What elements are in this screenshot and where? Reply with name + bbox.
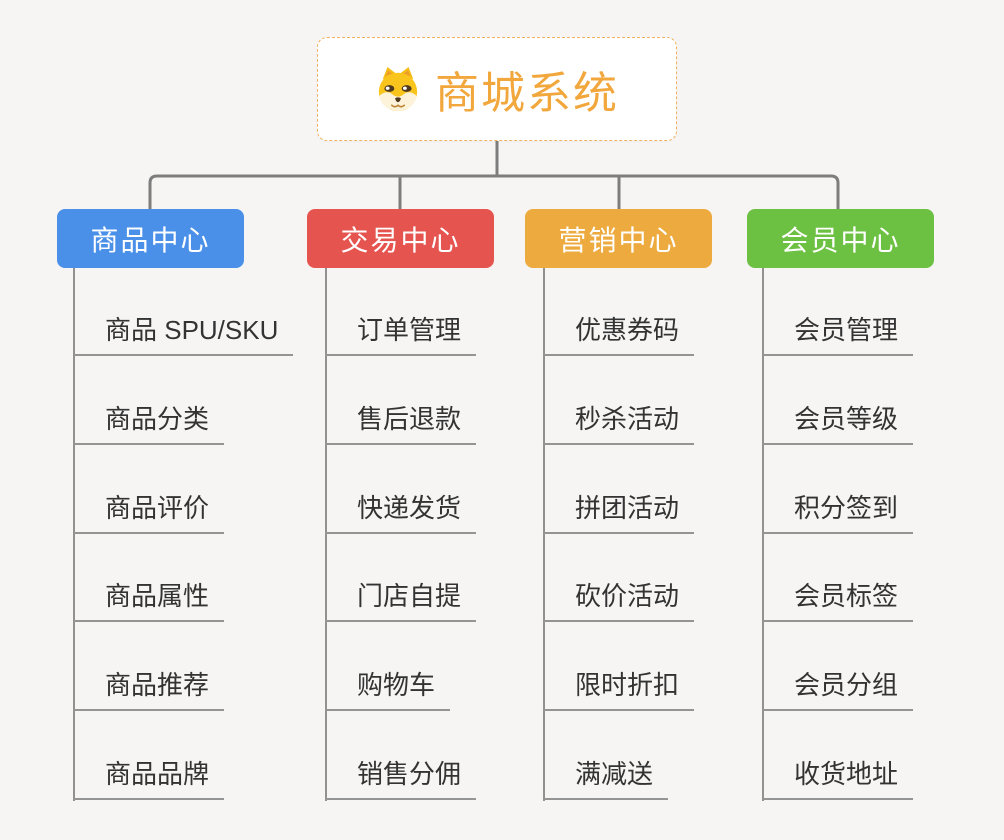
child-topic[interactable]: 限时折扣 (543, 665, 695, 711)
child-topic[interactable]: 购物车 (325, 665, 451, 711)
branch-trunk-line (73, 268, 75, 801)
child-topic[interactable]: 满减送 (543, 754, 669, 800)
root-topic-label: 商城系统 (435, 69, 619, 118)
branch-topic-trade[interactable]: 交易中心 (307, 209, 494, 268)
child-topic[interactable]: 拼团活动 (543, 488, 695, 534)
child-topic[interactable]: 商品品牌 (73, 754, 225, 800)
branch-trunk-line (543, 268, 545, 801)
child-topic[interactable]: 积分签到 (762, 488, 914, 534)
child-topic[interactable]: 砍价活动 (543, 576, 695, 622)
branch-trunk-line (325, 268, 327, 801)
child-topic[interactable]: 商品属性 (73, 576, 225, 622)
branch-topic-members[interactable]: 会员中心 (747, 209, 934, 268)
root-topic[interactable]: 商城系统 (317, 37, 677, 141)
child-topic[interactable]: 会员分组 (762, 665, 914, 711)
child-topic[interactable]: 商品推荐 (73, 665, 225, 711)
child-topic[interactable]: 优惠券码 (543, 310, 695, 356)
child-topic[interactable]: 秒杀活动 (543, 399, 695, 445)
child-topic[interactable]: 售后退款 (325, 399, 477, 445)
child-topic[interactable]: 订单管理 (325, 310, 477, 356)
branch-trunk-line (762, 268, 764, 801)
child-topic[interactable]: 商品评价 (73, 488, 225, 534)
dog-icon (378, 66, 418, 112)
child-topic[interactable]: 会员等级 (762, 399, 914, 445)
child-topic[interactable]: 收货地址 (762, 754, 914, 800)
child-topic[interactable]: 销售分佣 (325, 754, 477, 800)
child-topic[interactable]: 门店自提 (325, 576, 477, 622)
child-topic[interactable]: 商品分类 (73, 399, 225, 445)
branch-topic-products[interactable]: 商品中心 (57, 209, 244, 268)
child-topic[interactable]: 商品 SPU/SKU (73, 310, 294, 356)
child-topic[interactable]: 快递发货 (325, 488, 477, 534)
branch-topic-marketing[interactable]: 营销中心 (525, 209, 712, 268)
child-topic[interactable]: 会员标签 (762, 576, 914, 622)
child-topic[interactable]: 会员管理 (762, 310, 914, 356)
